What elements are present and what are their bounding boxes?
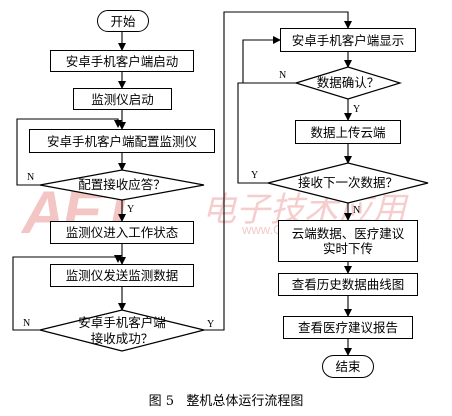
decision4-shape <box>267 162 429 204</box>
label-decision3-yes: Y <box>353 104 361 115</box>
label-decision1-yes: Y <box>127 204 135 215</box>
step-cloud-download: 云端数据、医疗建议 实时下传 <box>278 220 418 262</box>
label-decision4-yes: Y <box>251 170 259 181</box>
step-cloud-download-line1: 云端数据、医疗建议 <box>291 226 405 241</box>
arrow-decision3-no-loop <box>242 36 296 84</box>
arrow-decision2-no-loop <box>12 255 122 331</box>
figure-caption: 图 5 整机总体运行流程图 <box>148 394 304 409</box>
step-view-history-curve: 查看历史数据曲线图 <box>278 273 418 296</box>
arrow-decision1-no-loop <box>16 118 122 186</box>
step-client-display: 安卓手机客户端显示 <box>280 28 416 52</box>
label-decision4-no: N <box>353 205 361 216</box>
label-decision1-no: N <box>27 172 35 183</box>
arrow-decision4-yes-loop <box>237 82 268 184</box>
label-decision2-no: N <box>23 318 31 329</box>
step-monitor-send-data: 监测仪发送监测数据 <box>50 264 194 287</box>
step-monitor-start: 监测仪启动 <box>73 88 172 110</box>
step-client-start: 安卓手机客户端启动 <box>50 50 194 72</box>
end-node: 结束 <box>322 355 374 378</box>
label-decision3-no: N <box>279 70 287 81</box>
decision1-shape <box>39 169 205 201</box>
arrow-decision2-yes-to-display <box>204 11 352 331</box>
step-monitor-working: 监测仪进入工作状态 <box>50 221 194 244</box>
step-view-medical-report: 查看医疗建议报告 <box>283 316 413 339</box>
step-cloud-download-line2: 实时下传 <box>322 241 373 256</box>
step-client-config-monitor: 安卓手机客户端配置监测仪 <box>29 129 215 153</box>
start-node: 开始 <box>97 10 149 32</box>
decision3-shape <box>293 66 403 100</box>
step-upload-cloud: 数据上传云端 <box>295 120 401 144</box>
label-decision2-yes: Y <box>207 319 215 330</box>
decision2-shape <box>39 309 205 352</box>
